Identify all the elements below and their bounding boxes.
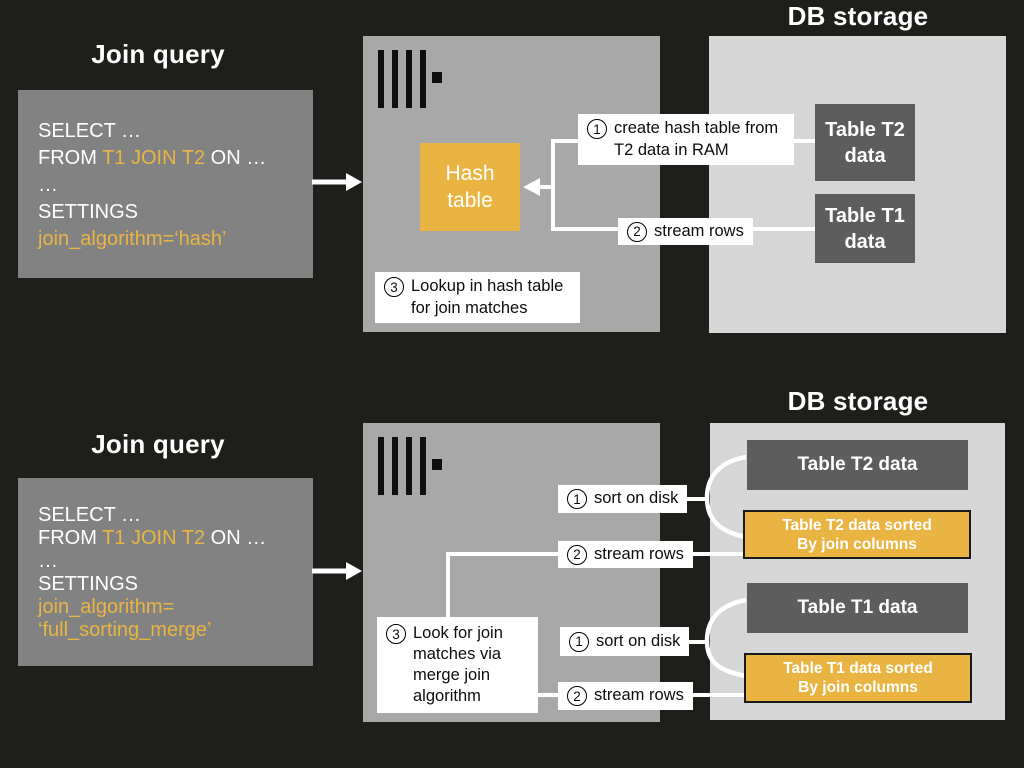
circled-number: 2 — [567, 686, 587, 706]
db-storage-title: DB storage — [787, 1, 929, 31]
step-label-stream-t1: 2 stream rows — [558, 682, 693, 710]
sql-line-from: FROM T1 JOIN T2 ON … — [38, 147, 267, 169]
db-storage-box: Table T2 data Table T1 data — [709, 36, 1006, 333]
join-query-title: Join query — [91, 429, 225, 459]
sql-line-select: SELECT … — [38, 504, 141, 526]
step-label-sort-t1: 1 sort on disk — [560, 627, 690, 656]
table-t1-sorted-box: Table T1 data sorted By join columns — [744, 653, 972, 703]
sql-text: SELECT … FROM T1 JOIN T2 ON … … SETTINGS… — [18, 478, 313, 642]
step-label-stream-t2: 2 stream rows — [558, 541, 693, 568]
circled-number: 1 — [567, 489, 587, 509]
sql-query-box: SELECT … FROM T1 JOIN T2 ON … … SETTINGS… — [18, 478, 313, 666]
join-query-title: Join query — [91, 39, 225, 69]
table-t2-sorted-box: Table T2 data sorted By join columns — [743, 510, 971, 559]
circled-number: 1 — [569, 631, 589, 652]
hash-table-label: Hash table — [445, 162, 495, 212]
db-storage-title: DB storage — [787, 386, 929, 416]
step-label-stream-rows-top: 2 stream rows — [618, 218, 753, 245]
sql-line-algorithm: join_algorithm=‘hash’ — [38, 228, 227, 250]
arrow-query-to-server-bottom — [312, 562, 362, 580]
sql-line-ellipsis: … — [38, 550, 58, 572]
step-label-merge-join-lookup: 3 Look for join matches via merge join a… — [377, 617, 538, 713]
sql-line-from: FROM T1 JOIN T2 ON … — [38, 527, 267, 549]
table-t2-data-box: Table T2 data — [747, 440, 968, 490]
table-t1-data-label: Table T1 data — [825, 204, 905, 253]
circled-number: 2 — [627, 221, 647, 242]
sql-line-algorithm: join_algorithm= — [38, 596, 175, 618]
sql-line-settings: SETTINGS — [38, 573, 139, 595]
sql-join-clause: T1 JOIN T2 — [102, 147, 206, 169]
table-t1-data-box: Table T1 data — [815, 194, 915, 263]
sql-line-select: SELECT … — [38, 120, 141, 142]
arrow-query-to-server-top — [312, 173, 362, 191]
sql-query-box: SELECT … FROM T1 JOIN T2 ON … … SETTINGS… — [18, 90, 313, 278]
hash-table-box: Hash table — [420, 143, 520, 231]
sql-line-settings: SETTINGS — [38, 201, 139, 223]
clickhouse-logo-icon — [378, 437, 442, 495]
sql-line-ellipsis: … — [38, 174, 58, 196]
clickhouse-logo-icon — [378, 50, 442, 108]
circled-number: 3 — [386, 624, 406, 644]
table-t2-data-box: Table T2 data — [815, 104, 915, 181]
circled-number: 2 — [567, 544, 587, 565]
sql-join-clause: T1 JOIN T2 — [102, 527, 206, 549]
table-t2-data-label: Table T2 data — [825, 118, 905, 167]
table-t1-data-box: Table T1 data — [747, 583, 968, 633]
db-storage-box: Table T2 data Table T2 data sorted By jo… — [710, 423, 1005, 720]
sql-line-algorithm-value: ‘full_sorting_merge’ — [38, 619, 212, 641]
circled-number: 3 — [384, 277, 404, 297]
step-label-sort-t2: 1 sort on disk — [558, 485, 688, 513]
sql-text: SELECT … FROM T1 JOIN T2 ON … … SETTINGS… — [18, 90, 313, 253]
circled-number: 1 — [587, 119, 607, 139]
